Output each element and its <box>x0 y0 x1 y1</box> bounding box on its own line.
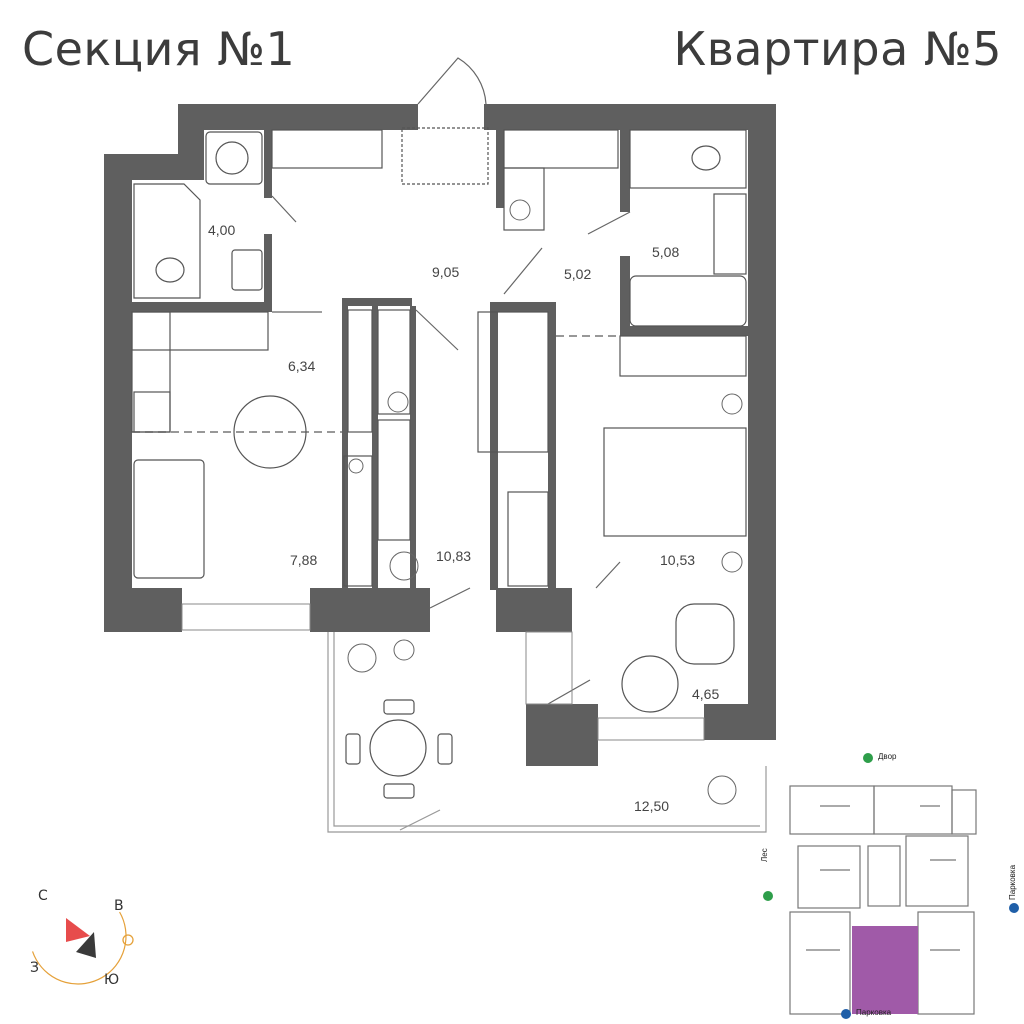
area-bathroom-2: 5,08 <box>652 244 680 260</box>
compass-label-sw: З <box>30 960 39 976</box>
area-bedroom-1: 10,83 <box>436 548 472 564</box>
highlighted-apartment <box>852 926 918 1014</box>
area-wardrobe-hall: 5,02 <box>564 266 592 282</box>
furniture <box>131 127 747 799</box>
map-label-forest: Лес <box>760 848 769 862</box>
plants <box>347 199 743 805</box>
walls <box>104 104 776 766</box>
area-terrace: 12,50 <box>634 798 670 814</box>
map-label-courtyard: Двор <box>878 752 897 761</box>
area-bedroom-2: 10,53 <box>660 552 696 568</box>
area-loggia: 4,65 <box>692 686 720 702</box>
door-swings <box>271 57 631 705</box>
parking-bottom-icon <box>841 1009 851 1019</box>
area-living: 7,88 <box>290 552 318 568</box>
zone-lines <box>132 335 620 433</box>
parking-right-icon <box>1009 903 1019 913</box>
terrace <box>327 632 767 833</box>
courtyard-icon <box>863 753 873 763</box>
area-kitchen: 6,34 <box>288 358 316 374</box>
section-title: Секция №1 <box>22 22 296 76</box>
compass-label-nw: С <box>38 888 48 904</box>
compass <box>29 887 134 985</box>
apartment-title: Квартира №5 <box>673 22 1002 76</box>
windows <box>181 603 705 741</box>
compass-label-se: Ю <box>104 972 120 988</box>
forest-icon <box>763 891 773 901</box>
area-hall: 9,05 <box>432 264 460 280</box>
compass-label-ne: В <box>114 898 124 914</box>
area-bathroom-1: 4,00 <box>208 222 236 238</box>
map-label-parking-right: Парковка <box>1008 864 1017 900</box>
map-label-parking-bottom: Парковка <box>856 1008 892 1017</box>
